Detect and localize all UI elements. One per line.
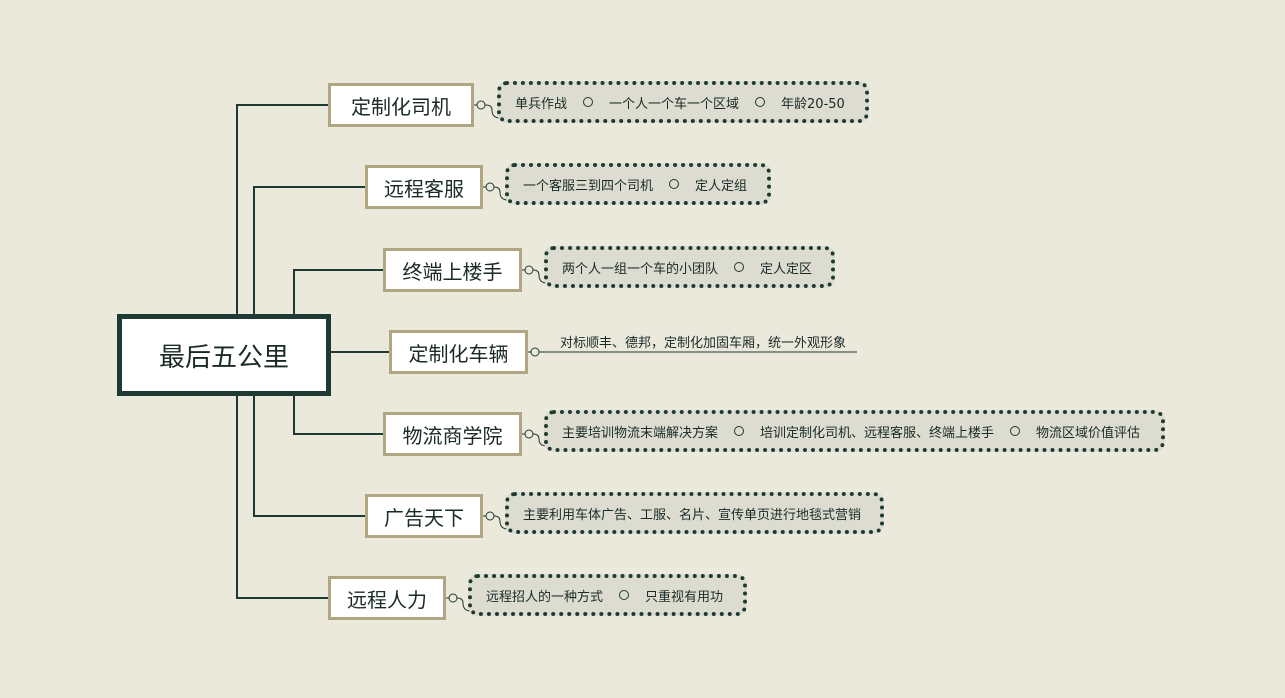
- connector-branch-2: [253, 186, 365, 314]
- subtopic-group[interactable]: 两个人一组一个车的小团队 定人定区: [544, 246, 835, 288]
- branch-topic[interactable]: 远程人力: [328, 576, 446, 620]
- connector-branch-6: [253, 391, 365, 517]
- separator-circle-icon: [669, 179, 680, 189]
- connector-branch-5: [293, 391, 383, 435]
- collapse-handle-icon: [485, 182, 495, 192]
- separator-circle-icon: [755, 97, 766, 107]
- connector-branch-7: [236, 391, 328, 599]
- subtopic-group[interactable]: 主要培训物流末端解决方案 培训定制化司机、远程客服、终端上楼手 物流区域价值评估: [544, 410, 1165, 452]
- collapse-handle-icon: [530, 347, 540, 357]
- subtopic-group[interactable]: 一个客服三到四个司机 定人定组: [505, 163, 771, 205]
- connector-child-1: [474, 104, 860, 119]
- separator-circle-icon: [734, 262, 745, 272]
- subtopic[interactable]: 两个人一组一个车的小团队: [562, 261, 719, 277]
- collapse-handle-icon: [524, 265, 534, 275]
- collapse-handle-icon: [524, 429, 534, 439]
- separator-circle-icon: [734, 426, 745, 436]
- branch-topic[interactable]: 远程客服: [365, 165, 483, 209]
- subtopic[interactable]: 培训定制化司机、远程客服、终端上楼手: [760, 425, 995, 441]
- root-topic[interactable]: 最后五公里: [117, 314, 331, 396]
- subtopic[interactable]: 主要利用车体广告、工服、名片、宣传单页进行地毯式营销: [523, 507, 862, 523]
- subtopic[interactable]: 年龄20-50: [781, 96, 845, 112]
- subtopic[interactable]: 定人定区: [760, 261, 813, 277]
- connector-child-2: [483, 186, 760, 201]
- subtopic[interactable]: 主要培训物流末端解决方案: [562, 425, 719, 441]
- branch-topic[interactable]: 定制化司机: [328, 83, 474, 127]
- branch-topic[interactable]: 物流商学院: [383, 412, 522, 456]
- collapse-handle-icon: [476, 100, 486, 110]
- subtopic[interactable]: 一个客服三到四个司机: [523, 178, 654, 194]
- collapse-handle-icon: [448, 593, 458, 603]
- collapse-handle-icon: [485, 511, 495, 521]
- separator-circle-icon: [583, 97, 594, 107]
- branch-topic[interactable]: 定制化车辆: [389, 330, 528, 374]
- subtopic[interactable]: 单兵作战: [515, 96, 568, 112]
- subtopic[interactable]: 一个人一个车一个区域: [609, 96, 740, 112]
- subtopic-note[interactable]: 对标顺丰、德邦，定制化加固车厢，统一外观形象: [560, 336, 847, 351]
- subtopic-group[interactable]: 远程招人的一种方式 只重视有用功: [468, 574, 747, 616]
- separator-circle-icon: [1010, 426, 1021, 436]
- subtopic[interactable]: 定人定组: [695, 178, 748, 194]
- subtopic[interactable]: 物流区域价值评估: [1036, 425, 1141, 441]
- subtopic[interactable]: 只重视有用功: [645, 589, 724, 605]
- branch-topic[interactable]: 终端上楼手: [383, 248, 522, 292]
- subtopic-group[interactable]: 主要利用车体广告、工服、名片、宣传单页进行地毯式营销: [505, 492, 884, 534]
- connector-branch-3: [293, 269, 383, 314]
- subtopic[interactable]: 远程招人的一种方式: [486, 589, 604, 605]
- connector-branch-1: [236, 104, 328, 314]
- connector-child-6: [483, 515, 876, 530]
- connector-child-7: [446, 597, 738, 612]
- connector-child-3: [522, 269, 826, 284]
- separator-circle-icon: [619, 590, 630, 600]
- branch-topic[interactable]: 广告天下: [365, 494, 483, 538]
- subtopic-group[interactable]: 单兵作战 一个人一个车一个区域 年龄20-50: [497, 81, 869, 123]
